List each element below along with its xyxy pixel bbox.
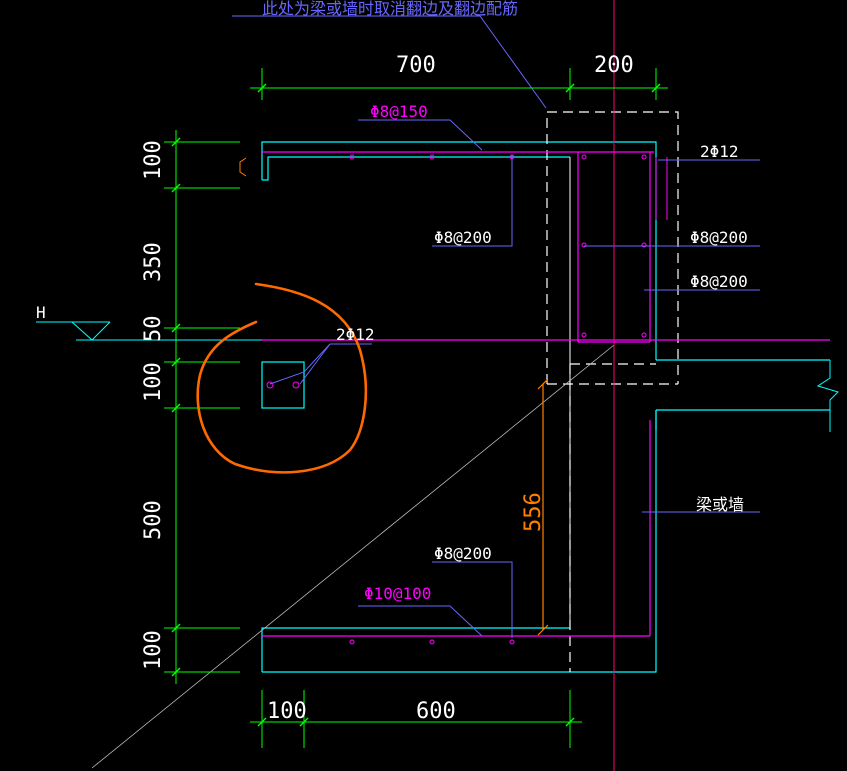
dimension-ticks [171, 83, 661, 727]
label-small-box: 2Φ12 [336, 325, 375, 344]
break-mark [816, 360, 839, 432]
dim-left-100-mid: 100 [141, 362, 166, 402]
concrete-outline [261, 141, 830, 673]
level-marker [36, 321, 262, 341]
dim-bottom-100: 100 [267, 699, 307, 724]
rebar-lines [262, 151, 830, 637]
dim-left-50: 50 [141, 316, 166, 343]
dim-556: 556 [521, 492, 546, 532]
label-top-inner: Φ8@200 [434, 228, 492, 247]
label-top-slab: Φ8@150 [370, 102, 428, 121]
label-beam: 梁或墙 [696, 495, 744, 514]
dim-top-700: 700 [396, 53, 436, 78]
label-wall-b: Φ8@200 [690, 272, 748, 291]
dim-left-100-top: 100 [141, 140, 166, 180]
dim-top-200: 200 [594, 53, 634, 78]
corner-bars [655, 157, 668, 220]
markup-circle [196, 282, 368, 474]
dim-left-500: 500 [141, 500, 166, 540]
dashed-outlines [546, 111, 679, 672]
dimension-556 [537, 378, 549, 636]
section-diagonal [91, 344, 615, 769]
label-bottom-inner: Φ8@200 [434, 544, 492, 563]
leader-lines [232, 15, 760, 638]
dim-bottom-600: 600 [416, 699, 456, 724]
label-level-h: H [36, 303, 46, 322]
dim-left-100-bot: 100 [141, 630, 166, 670]
label-wall-a: Φ8@200 [690, 228, 748, 247]
top-note-text: 此处为梁或墙时取消翻边及翻边配筋 [262, 0, 518, 18]
hook-mark [239, 157, 247, 177]
label-bottom-slab: Φ10@100 [364, 584, 431, 603]
dim-left-350: 350 [141, 242, 166, 282]
label-corner-top: 2Φ12 [700, 142, 739, 161]
